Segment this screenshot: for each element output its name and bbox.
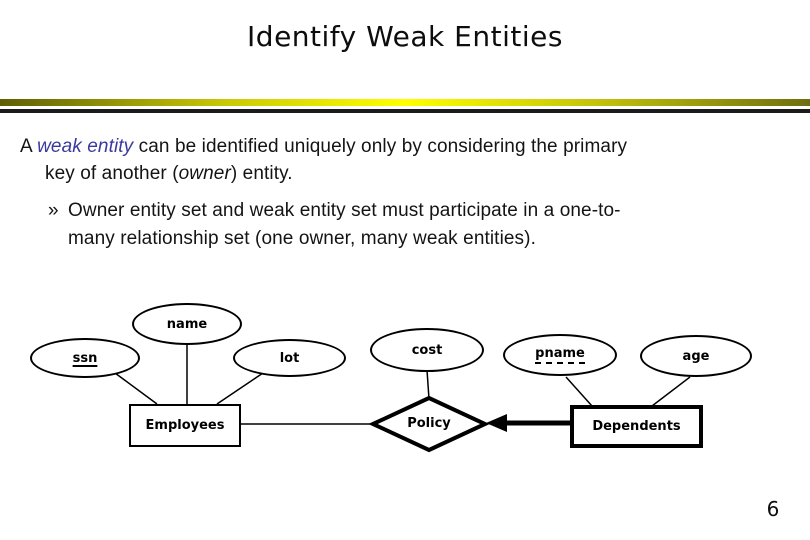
body-line2-pre: key of another ( — [45, 163, 179, 184]
connector-cost-policy — [426, 369, 430, 400]
attribute-ellipse-name: name — [132, 303, 242, 345]
attribute-ellipse-lot: lot — [233, 339, 346, 377]
title-divider-gradient-bar — [0, 99, 810, 106]
body-line2-post: ) entity. — [230, 163, 293, 184]
title-divider-black-bar — [0, 109, 810, 113]
entity-rect-employees: Employees — [129, 404, 241, 447]
body-line1-prefix: A — [20, 136, 38, 157]
bullet-text-line-2: many relationship set (one owner, many w… — [68, 228, 536, 249]
attribute-label-cost: cost — [411, 342, 443, 358]
attribute-ellipse-age: age — [640, 335, 752, 377]
connector-pname-dependents — [565, 376, 593, 407]
attribute-label-name: name — [166, 316, 208, 332]
body-line1-rest: can be identified uniquely only by consi… — [133, 136, 628, 157]
policy-relationship-diamond — [368, 395, 490, 453]
attribute-ellipse-cost: cost — [370, 328, 484, 372]
attribute-label-lot: lot — [279, 350, 300, 366]
bullet-text-line-1: Owner entity set and weak entity set mus… — [68, 200, 621, 221]
entity-label-employees: Employees — [145, 418, 225, 433]
arrowhead-dependents-to-policy — [486, 414, 507, 432]
attribute-label-age: age — [682, 348, 710, 364]
slide-title: Identify Weak Entities — [247, 20, 563, 53]
attribute-label-pname: pname — [535, 347, 585, 364]
attribute-ellipse-ssn: ssn — [30, 338, 140, 378]
weak-entity-rect-dependents: Dependents — [570, 405, 703, 448]
body-text-line-2: key of another (owner) entity. — [45, 163, 293, 185]
attribute-label-ssn: ssn — [72, 350, 98, 366]
connector-age-dependents — [651, 376, 691, 407]
entity-label-dependents: Dependents — [592, 419, 681, 434]
page-number: 6 — [766, 497, 780, 521]
connector-ssn-employees — [114, 372, 158, 405]
body-text-line-1: A weak entity can be identified uniquely… — [20, 136, 627, 158]
relationship-label-policy: Policy — [407, 416, 451, 431]
connector-lot-employees — [216, 372, 264, 405]
bullet-marker: » — [48, 200, 59, 221]
owner-emphasis: owner — [178, 163, 231, 184]
attribute-ellipse-pname: pname — [503, 334, 617, 376]
weak-entity-emphasis: weak entity — [37, 136, 134, 157]
